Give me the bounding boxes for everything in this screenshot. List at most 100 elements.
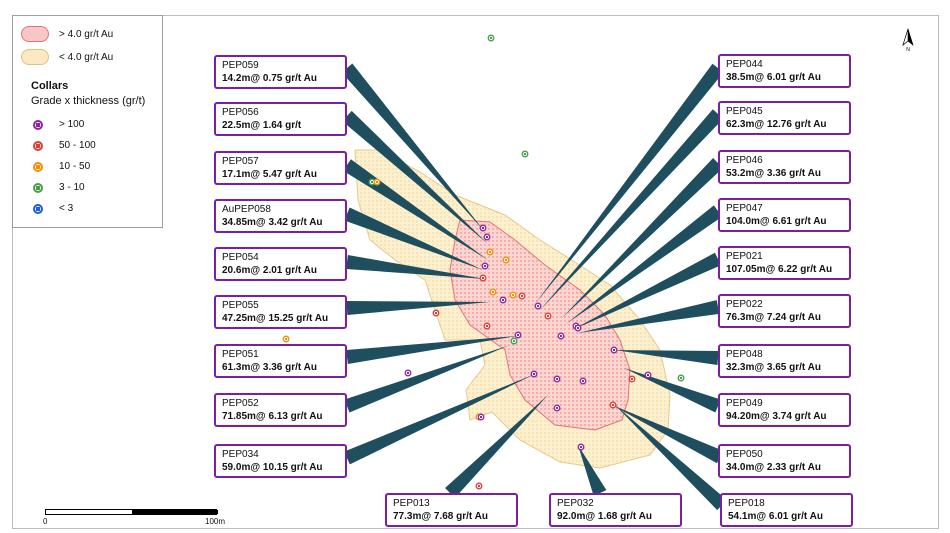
hole-intercept: 62.3m@ 12.76 gr/t Au: [726, 118, 827, 130]
legend-high-label: > 4.0 gr/t Au: [59, 28, 114, 40]
legend-low-grade: < 4.0 gr/t Au: [21, 49, 113, 65]
collar-marker[interactable]: [432, 309, 440, 317]
collar-lt3-icon: [33, 203, 43, 214]
hole-intercept: 22.5m@ 1.64 gr/t: [222, 119, 302, 131]
collar-marker[interactable]: [499, 296, 507, 304]
hole-intercept: 34.85m@ 3.42 gr/t Au: [222, 216, 323, 228]
hole-id: PEP052: [222, 398, 259, 409]
collar-marker[interactable]: [609, 401, 617, 409]
collar-marker[interactable]: [282, 335, 290, 343]
collar-marker[interactable]: [479, 274, 487, 282]
hole-intercept: 34.0m@ 2.33 gr/t Au: [726, 461, 821, 473]
collar-marker[interactable]: [518, 292, 526, 300]
collar-marker[interactable]: [553, 404, 561, 412]
collar-50-100-icon: [33, 140, 43, 151]
hole-id: PEP046: [726, 155, 763, 166]
legend-low-label: < 4.0 gr/t Au: [59, 51, 114, 63]
collar-marker[interactable]: [544, 312, 552, 320]
collar-marker[interactable]: [510, 337, 518, 345]
scale-bar: [45, 509, 218, 515]
collar-marker[interactable]: [404, 369, 412, 377]
collar-marker[interactable]: [521, 150, 529, 158]
hole-id: PEP050: [726, 449, 763, 460]
leader-line: [614, 350, 719, 365]
hole-intercept: 71.85m@ 6.13 gr/t Au: [222, 410, 323, 422]
collar-marker[interactable]: [514, 331, 522, 339]
collar-marker[interactable]: [628, 375, 636, 383]
leader-line: [562, 158, 723, 318]
hole-intercept: 14.2m@ 0.75 gr/t Au: [222, 72, 317, 84]
legend-class-label: 10 - 50: [59, 161, 91, 172]
hole-id: PEP045: [726, 106, 763, 117]
collar-marker[interactable]: [553, 375, 561, 383]
collar-marker[interactable]: [577, 443, 585, 451]
hole-intercept: 61.3m@ 3.36 gr/t Au: [222, 361, 317, 373]
collar-marker[interactable]: [479, 224, 487, 232]
hole-intercept: 20.6m@ 2.01 gr/t Au: [222, 264, 317, 276]
hole-id: PEP054: [222, 252, 259, 263]
collar-marker[interactable]: [373, 178, 381, 186]
collar-3-10-icon: [33, 182, 43, 193]
collar-marker[interactable]: [487, 34, 495, 42]
collar-10-50-icon: [33, 161, 43, 172]
collar-marker[interactable]: [557, 332, 565, 340]
collar-marker[interactable]: [475, 482, 483, 490]
collar-marker[interactable]: [483, 322, 491, 330]
collar-marker[interactable]: [579, 377, 587, 385]
hole-id: PEP047: [726, 203, 763, 214]
collar-marker[interactable]: [530, 370, 538, 378]
hole-id: PEP048: [726, 349, 763, 360]
collar-gt100-icon: [33, 119, 43, 130]
legend-class-label: > 100: [59, 119, 85, 130]
collar-marker[interactable]: [477, 413, 485, 421]
hole-id: PEP013: [393, 498, 430, 509]
collar-marker[interactable]: [486, 248, 494, 256]
hole-id: PEP059: [222, 60, 259, 71]
collar-marker[interactable]: [534, 302, 542, 310]
leader-line: [572, 252, 722, 330]
collar-marker[interactable]: [610, 346, 618, 354]
collar-marker[interactable]: [509, 291, 517, 299]
leader-line: [578, 300, 720, 333]
hole-intercept: 107.05m@ 6.22 gr/t Au: [726, 263, 833, 275]
legend-class-label: < 3: [59, 203, 74, 214]
low-grade-swatch: [21, 49, 49, 65]
collar-marker[interactable]: [644, 371, 652, 379]
collar-marker[interactable]: [489, 288, 497, 296]
collar-marker[interactable]: [502, 256, 510, 264]
hole-id: PEP032: [557, 498, 594, 509]
hole-intercept: 77.3m@ 7.68 gr/t Au: [393, 510, 488, 522]
legend-high-grade: > 4.0 gr/t Au: [21, 26, 113, 42]
collar-marker[interactable]: [483, 233, 491, 241]
collar-marker[interactable]: [574, 324, 582, 332]
hole-id: PEP051: [222, 349, 259, 360]
leader-line: [614, 404, 727, 511]
hole-id: PEP021: [726, 251, 763, 262]
collar-marker[interactable]: [481, 262, 489, 270]
hole-intercept: 59.0m@ 10.15 gr/t Au: [222, 461, 323, 473]
leader-line: [624, 368, 721, 413]
collar-marker[interactable]: [677, 374, 685, 382]
legend-class-50-100: 50 - 100: [33, 140, 96, 151]
